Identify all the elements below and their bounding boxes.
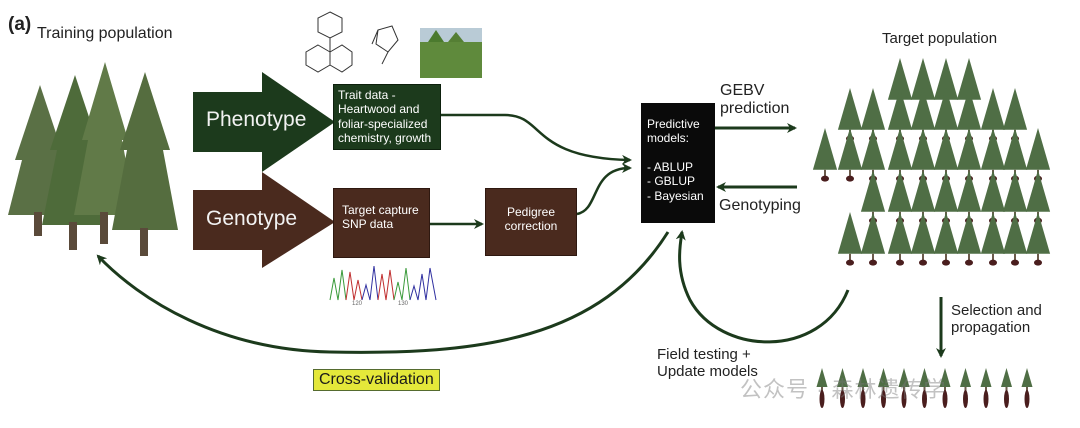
genotyping-label: Genotyping [719,197,801,214]
seedling-icon [1001,368,1012,408]
seedling-icon [919,368,930,408]
seedling-icon [860,212,886,266]
trait-line: Heartwood and [338,102,420,117]
watermark: 公众号 · 森林遗传学 [740,377,947,402]
snp-data-box: Target capture SNP data [333,188,430,258]
model-line: Predictive [647,117,700,131]
seedling-icon [837,212,863,266]
model-line: - Bayesian [647,188,704,203]
model-line: models: [647,131,690,146]
trait-line: Trait data - [338,88,396,102]
phenotype-label: Phenotype [206,108,307,131]
training-population-title: Training population [37,25,173,42]
seedling-icon [816,368,828,408]
trait-line: chemistry, growth [338,131,432,146]
phenotype-arrow [193,72,335,172]
pedigree-to-model-connector [576,163,632,216]
seedling-icon [857,368,869,408]
field-testing-label: Field testing + Update models [657,346,758,381]
chromatogram-icon [329,265,437,301]
genotype-label: Genotype [206,207,298,230]
seedling-icon [878,368,889,408]
snp-line: Target capture [342,203,419,217]
target-population-title: Target population [882,30,998,47]
spacer [647,146,709,160]
seedling-icon [939,368,951,408]
seedling-icon [1025,212,1051,266]
seedling-icon [960,368,971,408]
seedling-icon [933,212,959,266]
seedling-icon [812,128,838,182]
seedling-icon [898,368,910,408]
seedling-icon [956,212,982,266]
pedigree-line: Pedigree [506,205,556,219]
tree-icon [74,62,136,244]
field-testing-loop [675,230,850,344]
selection-line: Selection and [951,302,1042,319]
chromatogram-tick: 130 [398,301,409,307]
seedling-icon [980,212,1006,266]
seedling-icon [910,212,936,266]
seedling-icon [837,128,863,182]
seedling-icon [1002,212,1028,266]
genotype-arrow [193,172,335,268]
field-testing-line: Field testing + [657,346,751,363]
seedling-icon [980,368,992,408]
chromatogram-tick: 120 [352,301,363,307]
gebv-prediction-label: GEBV prediction [720,82,789,119]
target-population-seedlings [812,58,1051,266]
chemical-structure-icon [305,11,399,73]
field-testing-line: Update models [657,363,758,381]
pedigree-line: correction [504,219,558,234]
snp-line: SNP data [342,217,394,232]
model-line: - ABLUP [647,159,694,174]
training-trees [8,62,178,256]
trait-to-model-connector [440,113,632,165]
trait-data-box: Trait data - Heartwood and foliar-specia… [333,84,441,150]
seedling-icon [1021,368,1033,408]
selection-propagation-label: Selection and propagation [951,302,1042,337]
seedling-icon [837,368,848,408]
panel-label: (a) [8,14,32,35]
selection-line: propagation [951,319,1031,337]
gebv-line: GEBV [720,82,765,99]
cross-validation-loop [96,231,670,354]
predictive-models-box: Predictive models: - ABLUP - GBLUP - Bay… [641,103,715,223]
propagated-seedlings [816,368,1033,408]
model-line: - GBLUP [647,174,696,189]
seedling-icon [887,212,913,266]
gebv-line: prediction [720,100,790,118]
cross-validation-badge: Cross-validation [313,369,440,391]
tree-icon [112,72,178,256]
pedigree-correction-box: Pedigree correction [485,188,577,256]
trait-line: foliar-specialized [338,116,428,131]
